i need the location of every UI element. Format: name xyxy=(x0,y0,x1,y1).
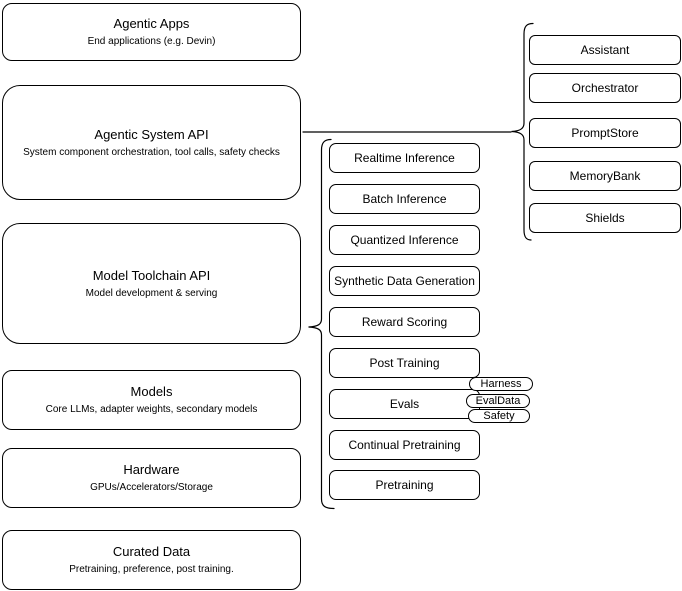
pill-evaldata: EvalData xyxy=(466,394,530,408)
node-synthetic-data-generation: Synthetic Data Generation xyxy=(329,266,480,296)
node-label: Realtime Inference xyxy=(354,151,455,165)
node-subtitle: Pretraining, preference, post training. xyxy=(69,564,234,575)
node-reward-scoring: Reward Scoring xyxy=(329,307,480,337)
node-label: Pretraining xyxy=(375,478,434,492)
node-continual-pretraining: Continual Pretraining xyxy=(329,430,480,460)
node-curated-data: Curated Data Pretraining, preference, po… xyxy=(2,530,301,590)
right-brace xyxy=(511,22,534,241)
node-hardware: Hardware GPUs/Accelerators/Storage xyxy=(2,448,301,508)
node-model-toolchain-api: Model Toolchain API Model development & … xyxy=(2,223,301,344)
node-label: Quantized Inference xyxy=(350,233,459,247)
node-agentic-apps: Agentic Apps End applications (e.g. Devi… xyxy=(2,3,301,61)
node-title: Model Toolchain API xyxy=(92,267,211,283)
node-title: Agentic Apps xyxy=(113,16,190,31)
node-title: Curated Data xyxy=(112,544,191,559)
node-memorybank: MemoryBank xyxy=(529,161,681,191)
node-title: Hardware xyxy=(123,462,180,477)
pill-label: Safety xyxy=(483,410,515,422)
pill-label: Harness xyxy=(480,378,522,390)
node-label: Evals xyxy=(389,397,420,411)
node-post-training: Post Training xyxy=(329,348,480,378)
node-subtitle: System component orchestration, tool cal… xyxy=(23,146,280,158)
node-label: Reward Scoring xyxy=(361,315,448,329)
node-title: Agentic System API xyxy=(94,126,209,142)
node-subtitle: GPUs/Accelerators/Storage xyxy=(90,482,213,493)
node-label: MemoryBank xyxy=(569,169,641,183)
node-label: Post Training xyxy=(369,356,440,370)
node-models: Models Core LLMs, adapter weights, secon… xyxy=(2,370,301,430)
node-label: Batch Inference xyxy=(362,192,447,206)
node-evals: Evals xyxy=(329,389,480,419)
node-agentic-system-api: Agentic System API System component orch… xyxy=(2,85,301,200)
node-label: Shields xyxy=(585,211,625,225)
node-label: Continual Pretraining xyxy=(348,438,461,452)
node-subtitle: Core LLMs, adapter weights, secondary mo… xyxy=(45,404,258,415)
node-assistant: Assistant xyxy=(529,35,681,65)
node-subtitle: Model development & serving xyxy=(85,287,218,299)
node-label: Orchestrator xyxy=(571,81,639,95)
node-batch-inference: Batch Inference xyxy=(329,184,480,214)
node-label: Synthetic Data Generation xyxy=(334,274,475,288)
pill-harness: Harness xyxy=(469,377,533,391)
node-label: Assistant xyxy=(580,43,630,57)
pill-label: EvalData xyxy=(475,395,521,407)
node-realtime-inference: Realtime Inference xyxy=(329,143,480,173)
node-title: Models xyxy=(130,384,173,399)
node-subtitle: End applications (e.g. Devin) xyxy=(87,36,216,47)
node-label: PromptStore xyxy=(571,126,639,140)
node-orchestrator: Orchestrator xyxy=(529,73,681,103)
node-shields: Shields xyxy=(529,203,681,233)
node-promptstore: PromptStore xyxy=(529,118,681,148)
middle-brace xyxy=(308,138,335,510)
pill-safety: Safety xyxy=(468,409,530,423)
node-quantized-inference: Quantized Inference xyxy=(329,225,480,255)
node-pretraining: Pretraining xyxy=(329,470,480,500)
